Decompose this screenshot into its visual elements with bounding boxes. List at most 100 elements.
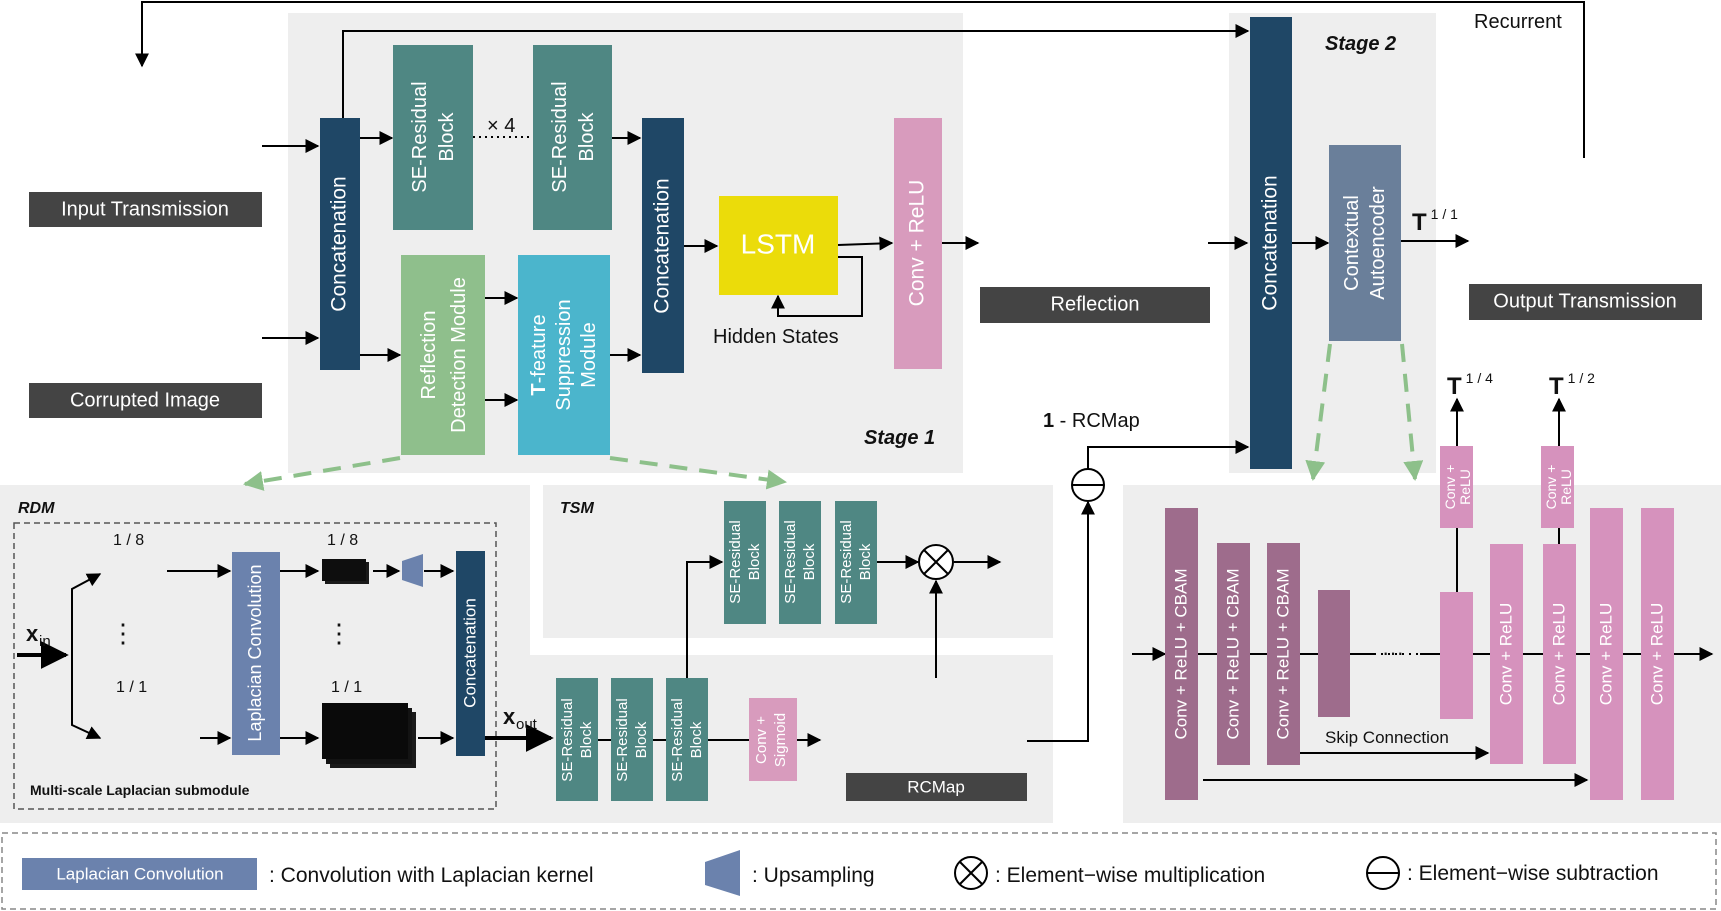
tsm-se-block-bottom-2: SE-Residual Block	[611, 678, 653, 801]
decoder-conv-relu-3	[1590, 508, 1623, 800]
conv-relu-side-12-l2: ReLU	[1558, 469, 1574, 505]
tsm-se-block-top-1: SE-Residual Block	[724, 501, 766, 624]
stage1-label: Stage 1	[864, 427, 935, 449]
green-dash-ctx-right	[1400, 343, 1424, 481]
legend-laplacian: Laplacian Convolution : Convolution with…	[22, 858, 594, 890]
cbam-block-1-label: Conv + ReLU + CBAM	[1171, 568, 1190, 739]
conv-relu-side-14-l2: ReLU	[1457, 469, 1473, 505]
se-residual-block-4: SE-Residual Block	[533, 45, 612, 230]
scale-11-left: 1 / 1	[116, 679, 147, 696]
tsm-title: TSM	[560, 500, 594, 517]
decoder-conv-relu-2	[1543, 544, 1576, 764]
legend-upsampling-desc: : Upsampling	[752, 864, 875, 887]
reflection-detection-module: Reflection Detection Module	[401, 255, 485, 455]
tsm-se-top-2-l1: SE-Residual	[782, 520, 799, 603]
tsm-se-top-1-l2: Block	[746, 543, 763, 580]
scale-18-right: 1 / 8	[327, 532, 358, 549]
rdm-concatenation-block	[456, 551, 485, 756]
feature-map-11	[322, 703, 416, 768]
contextual-autoencoder-line2: Autoencoder	[1367, 186, 1389, 300]
reflection-text: Reflection	[1051, 293, 1140, 315]
tsm-se-bot-1-l2: Block	[578, 721, 595, 758]
conv-relu-side-14-l1: Conv +	[1442, 465, 1458, 510]
recurrent-label: Recurrent	[1474, 11, 1562, 33]
rcmap-text: RCMap	[907, 777, 965, 796]
se-residual-block-1: SE-Residual Block	[393, 45, 473, 230]
t-14-sup: 1 / 4	[1466, 370, 1493, 386]
scale-18-left: 1 / 8	[113, 532, 144, 549]
t-11-sup: 1 / 1	[1431, 206, 1458, 222]
se-residual-block-1-line2: Block	[436, 112, 458, 162]
concatenation-block-1-label: Concatenation	[328, 176, 351, 311]
xout-sub: out	[516, 716, 538, 733]
se-residual-block-4-line1: SE-Residual	[549, 81, 571, 192]
rcmap-to-subtract-line	[1027, 500, 1095, 742]
cbam-block-2-label: Conv + ReLU + CBAM	[1223, 568, 1242, 739]
conv-relu-stage1-label: Conv + ReLU	[906, 180, 929, 307]
laplacian-conv-block	[232, 552, 280, 755]
output-transmission-text: Output Transmission	[1493, 290, 1676, 312]
tsm-se-bot-3-l2: Block	[688, 721, 705, 758]
legend-box	[1, 832, 1717, 910]
t-12-base: T	[1549, 373, 1564, 400]
t-feature-suppression-module: T-feature Suppression Module	[518, 255, 610, 455]
multiplication-op-x2	[923, 549, 949, 575]
cbam-block-2	[1217, 543, 1250, 765]
legend-subtraction-desc: : Element−wise subtraction	[1407, 862, 1659, 885]
xin-sub: in	[39, 633, 51, 650]
conv-sigmoid-block: Conv + Sigmoid	[749, 698, 797, 781]
t-11-base: T	[1412, 209, 1427, 236]
lstm-label: LSTM	[741, 228, 816, 259]
legend-subtraction: : Element−wise subtraction	[1366, 856, 1659, 890]
one-minus-rcmap-bold: 1	[1043, 410, 1054, 432]
upsampling-icon	[402, 554, 423, 587]
tsm-line1-rest: -feature	[528, 314, 550, 383]
one-minus-rcmap-rest: - RCMap	[1054, 410, 1140, 432]
stage2-label: Stage 2	[1325, 33, 1396, 55]
conv-relu-side-14	[1440, 446, 1473, 528]
reflection-label: Reflection	[980, 287, 1210, 323]
contextual-autoencoder: Contextual Autoencoder	[1329, 145, 1401, 341]
decoder-conv-relu-4-label: Conv + ReLU	[1647, 603, 1666, 706]
conv-relu-side-12-l1: Conv +	[1543, 465, 1559, 510]
output-transmission-label: Output Transmission	[1469, 284, 1702, 320]
rdm-title: RDM	[18, 500, 55, 517]
green-dash-rdm	[243, 456, 401, 491]
legend-laplacian-box-text: Laplacian Convolution	[56, 864, 223, 883]
skip-connection-label: Skip Connection	[1325, 728, 1449, 747]
conv-sigmoid-l2: Sigmoid	[772, 713, 789, 767]
vdots-right: ⋮	[326, 618, 352, 648]
bottleneck-block	[1318, 590, 1350, 717]
skip-to-stage2-line	[342, 24, 1250, 118]
t-14-base: T	[1447, 373, 1462, 400]
cbam-block-3-label: Conv + ReLU + CBAM	[1273, 568, 1292, 739]
vdots-left: ⋮	[110, 618, 136, 648]
concatenation-block-2-label: Concatenation	[651, 178, 674, 313]
legend-laplacian-desc: : Convolution with Laplacian kernel	[269, 864, 594, 887]
tsm-se-bot-2-l1: SE-Residual	[614, 698, 631, 781]
conv-relu-side-12	[1541, 446, 1574, 528]
decoder-conv-relu-4	[1641, 508, 1674, 800]
arrow-lstm-to-conv	[837, 236, 894, 251]
tsm-se-bot-3-l1: SE-Residual	[669, 698, 686, 781]
tsm-line1: T-feature	[528, 314, 550, 395]
tsm-se-bot-2-l2: Block	[633, 721, 650, 758]
rcmap-to-stage2-line	[1087, 440, 1250, 470]
t-12-sup: 1 / 2	[1568, 370, 1595, 386]
green-dash-ctx-left	[1305, 343, 1332, 481]
tsm-se-top-3-l2: Block	[857, 543, 874, 580]
concatenation-block-stage2	[1250, 17, 1292, 469]
tsm-se-block-top-3: SE-Residual Block	[835, 501, 877, 624]
feature-map-18	[322, 559, 369, 584]
concatenation-block-2	[642, 118, 684, 373]
scale-11-right: 1 / 1	[331, 679, 362, 696]
decoder-hdots: ···	[1382, 640, 1404, 665]
tsm-line3: Module	[578, 322, 600, 388]
corrupted-image-text: Corrupted Image	[70, 389, 220, 411]
se-residual-block-4-line2: Block	[576, 112, 598, 162]
